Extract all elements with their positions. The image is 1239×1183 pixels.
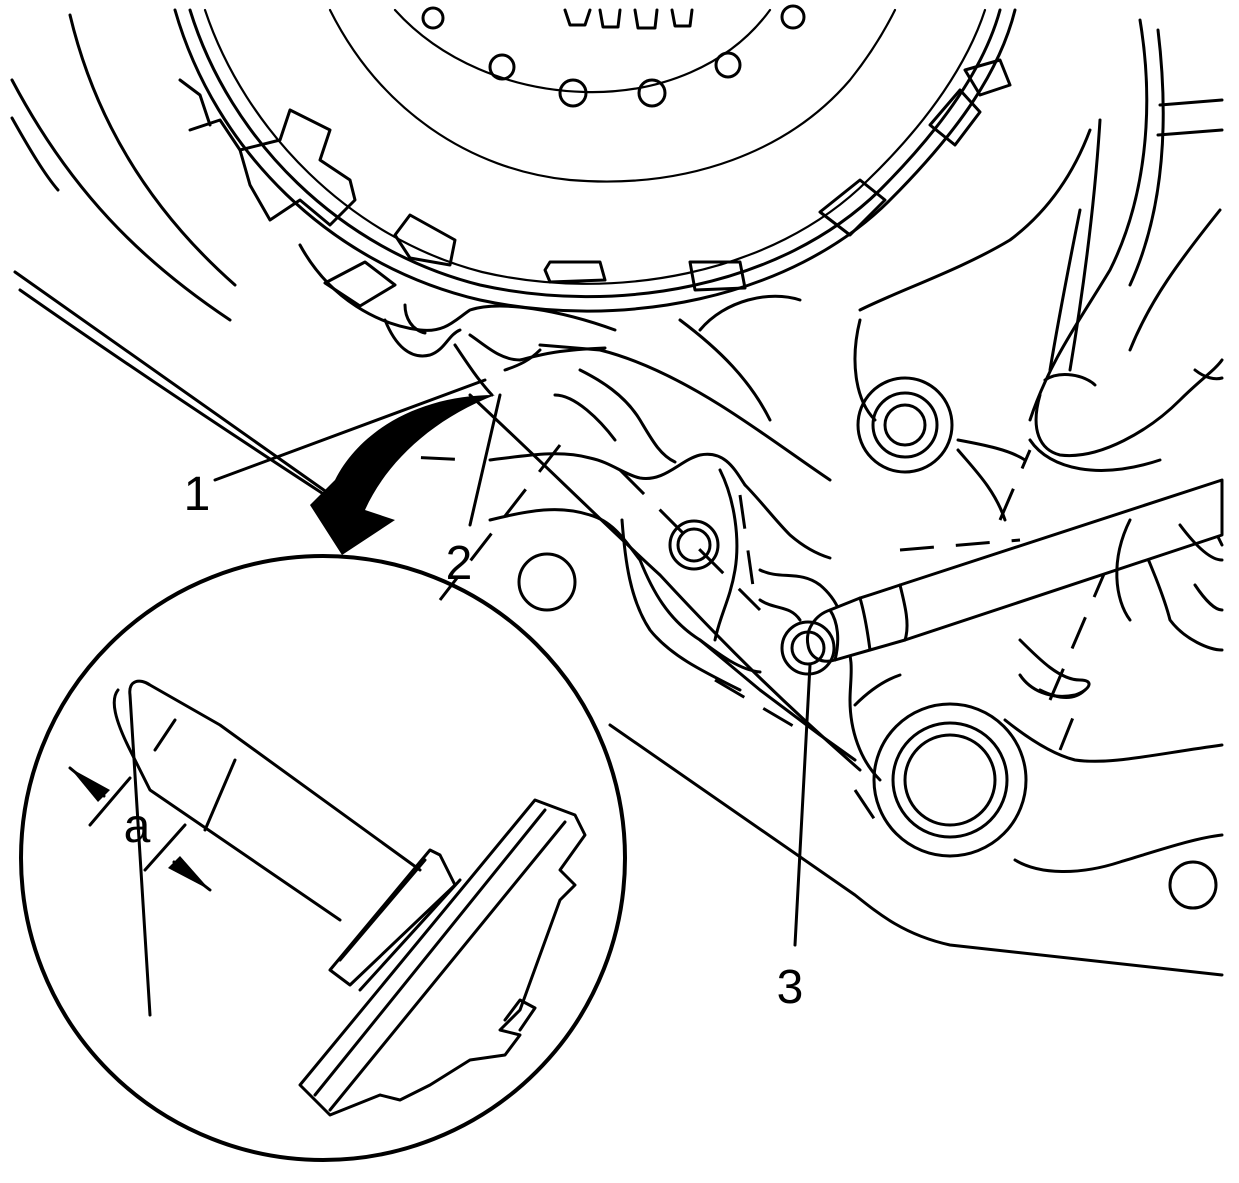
- callout-1: 1: [184, 468, 211, 521]
- callout-2: 2: [446, 537, 473, 590]
- dimension-a: a: [68, 766, 212, 892]
- callout-3: 3: [777, 961, 804, 1014]
- pin-flange: [328, 848, 457, 987]
- pin-punch-tool: [780, 478, 1224, 676]
- pin-body: [128, 679, 422, 1017]
- linkage-part: [1018, 518, 1224, 698]
- dimension-label-a: a: [124, 800, 151, 853]
- leader-line-1: [213, 378, 487, 482]
- detail-arrow: [310, 395, 495, 555]
- leader-lines: [213, 378, 812, 947]
- detail-circle: [19, 554, 627, 1162]
- right-bosses: [853, 118, 1224, 873]
- clutch-drum: [173, 4, 1017, 313]
- detail-view: [19, 554, 627, 1162]
- retaining-ring: [298, 243, 617, 397]
- callout-labels: 1 2 3: [184, 468, 804, 1014]
- plate-stack: [298, 798, 587, 1117]
- hidden-lines: [364, 444, 1112, 821]
- leader-line-3: [793, 663, 812, 947]
- leader-line-2: [468, 393, 502, 527]
